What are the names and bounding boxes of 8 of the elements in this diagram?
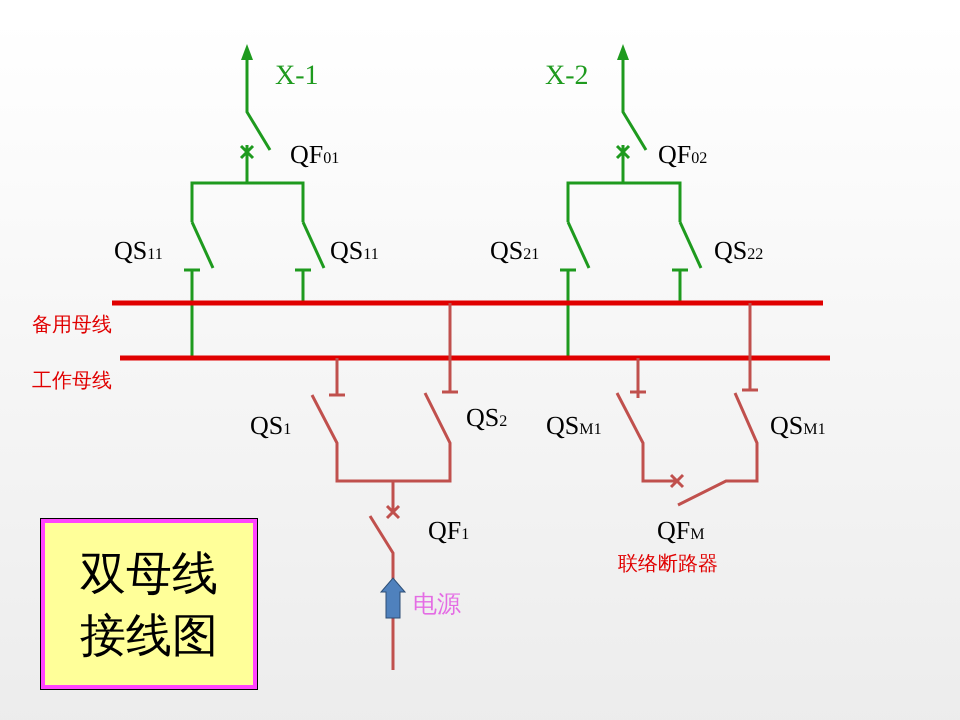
title-box <box>40 518 258 690</box>
busbar-label: 备用母线 <box>32 314 112 334</box>
tie-breaker-label: 联络断路器 <box>618 553 718 573</box>
busbar-label: 工作母线 <box>32 370 112 390</box>
power-source-label: 电源 <box>413 592 461 616</box>
feeder-label: X-1 <box>275 62 319 90</box>
title-text: 双母线接线图 <box>80 544 218 664</box>
feeder-label: X-2 <box>545 62 589 90</box>
